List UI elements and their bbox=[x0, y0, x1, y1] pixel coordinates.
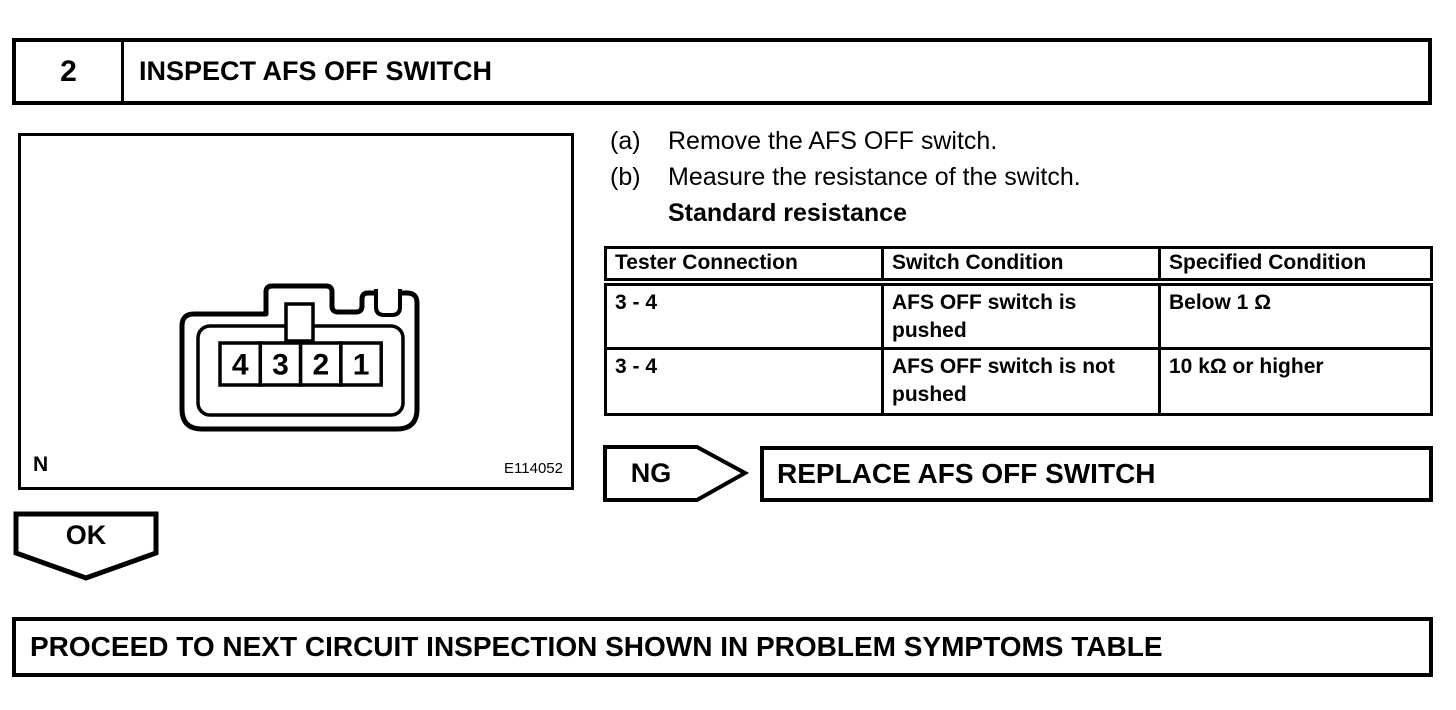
figure-orientation-label: N bbox=[33, 453, 49, 476]
instruction-b-marker: (b) bbox=[610, 162, 641, 191]
header-specified-condition: Specified Condition bbox=[1158, 246, 1433, 286]
ok-arrow-icon bbox=[13, 511, 159, 581]
ng-branch-arrow: NG bbox=[603, 445, 750, 502]
resistance-spec-table: Tester Connection Switch Condition Speci… bbox=[604, 246, 1433, 416]
instruction-b-text: Measure the resistance of the switch. bbox=[668, 162, 1081, 191]
step-title: INSPECT AFS OFF SWITCH bbox=[139, 56, 492, 86]
pin-number-1: 1 bbox=[353, 349, 370, 382]
pin-number-4: 4 bbox=[232, 349, 249, 382]
table-row: 3 - 4 AFS OFF switch is pushed Below 1 Ω bbox=[604, 280, 1433, 350]
table-header-row: Tester Connection Switch Condition Speci… bbox=[604, 246, 1433, 286]
pin-number-3: 3 bbox=[272, 349, 289, 382]
cell-specified-condition: Below 1 Ω bbox=[1158, 280, 1433, 350]
connector-figure: 4 3 2 1 N E114052 bbox=[18, 133, 574, 490]
ng-arrow-icon bbox=[603, 445, 750, 502]
cell-tester-connection: 3 - 4 bbox=[604, 280, 884, 350]
cell-switch-condition: AFS OFF switch is pushed bbox=[881, 280, 1161, 350]
cell-tester-connection: 3 - 4 bbox=[604, 346, 884, 416]
ok-action-box: PROCEED TO NEXT CIRCUIT INSPECTION SHOWN… bbox=[12, 617, 1433, 677]
pin-cavity-1 bbox=[339, 341, 383, 387]
ng-action-text: REPLACE AFS OFF SWITCH bbox=[777, 458, 1156, 489]
ok-branch-arrow: OK bbox=[13, 511, 159, 581]
pin-cavity-3 bbox=[258, 341, 303, 387]
ng-label: NG bbox=[630, 458, 672, 488]
connector-notch bbox=[374, 289, 402, 317]
table-row: 3 - 4 AFS OFF switch is not pushed 10 kΩ… bbox=[604, 346, 1433, 416]
instruction-a-marker: (a) bbox=[610, 126, 641, 155]
header-switch-condition: Switch Condition bbox=[881, 246, 1161, 286]
ok-label: OK bbox=[65, 519, 107, 550]
ok-action-text: PROCEED TO NEXT CIRCUIT INSPECTION SHOWN… bbox=[30, 631, 1163, 662]
cell-specified-condition: 10 kΩ or higher bbox=[1158, 346, 1433, 416]
pin-number-2: 2 bbox=[312, 349, 329, 382]
standard-resistance-label: Standard resistance bbox=[668, 198, 907, 227]
header-tester-connection: Tester Connection bbox=[604, 246, 884, 286]
step-header: 2 INSPECT AFS OFF SWITCH bbox=[12, 38, 1432, 105]
cell-switch-condition: AFS OFF switch is not pushed bbox=[881, 346, 1161, 416]
pin-cavity-4 bbox=[218, 341, 263, 387]
connector-keyway bbox=[284, 302, 315, 343]
instruction-b: (b) Measure the resistance of the switch… bbox=[610, 159, 1081, 195]
instruction-a: (a) Remove the AFS OFF switch. bbox=[610, 123, 1081, 159]
ng-action-box: REPLACE AFS OFF SWITCH bbox=[760, 446, 1433, 502]
instructions: (a) Remove the AFS OFF switch. (b) Measu… bbox=[610, 123, 1081, 231]
instruction-a-text: Remove the AFS OFF switch. bbox=[668, 126, 998, 155]
connector-diagram: 4 3 2 1 bbox=[179, 283, 420, 432]
figure-code: E114052 bbox=[504, 460, 563, 477]
step-number: 2 bbox=[16, 42, 124, 101]
